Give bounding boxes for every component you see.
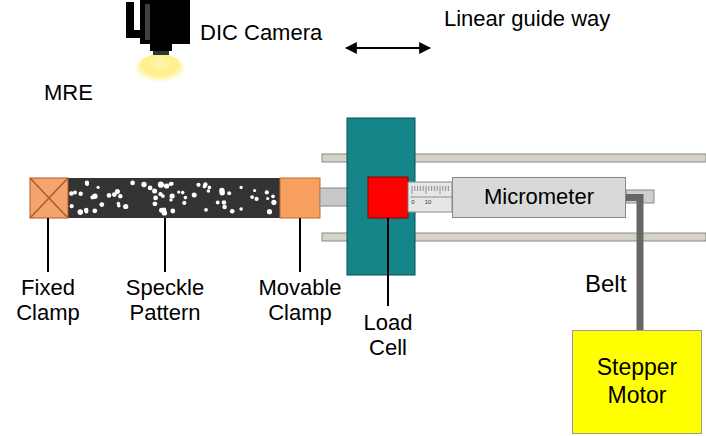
motion-arrow [346, 47, 430, 49]
stepper-motor-box: Stepper Motor [572, 330, 702, 434]
micrometer-scale [410, 186, 452, 197]
scale-number: 0 [409, 199, 417, 205]
edge-label: Belt [583, 270, 628, 298]
belt-line [626, 198, 640, 331]
part-label: Speckle Pattern [108, 275, 222, 326]
part-label: DIC Camera [200, 20, 340, 45]
part-label: Linear guide way [444, 6, 644, 31]
load-cell [368, 177, 408, 218]
speckle-pattern [69, 181, 276, 216]
part-label: Load Cell [350, 310, 426, 361]
slider-carriage [347, 118, 415, 275]
dic-camera-icon [126, 0, 190, 86]
fixed-clamp [30, 178, 68, 218]
part-label: Fixed Clamp [6, 275, 90, 326]
micrometer-sleeve [408, 182, 452, 212]
scale-number: 10 [422, 199, 434, 205]
part-label: Movable Clamp [250, 275, 350, 326]
node-text: Stepper Motor [579, 354, 695, 409]
node-text: Micrometer [484, 184, 594, 210]
micrometer-body: Micrometer [452, 177, 626, 218]
part-label: MRE [44, 80, 104, 105]
mre-sample [30, 178, 320, 218]
movable-clamp [280, 178, 320, 218]
